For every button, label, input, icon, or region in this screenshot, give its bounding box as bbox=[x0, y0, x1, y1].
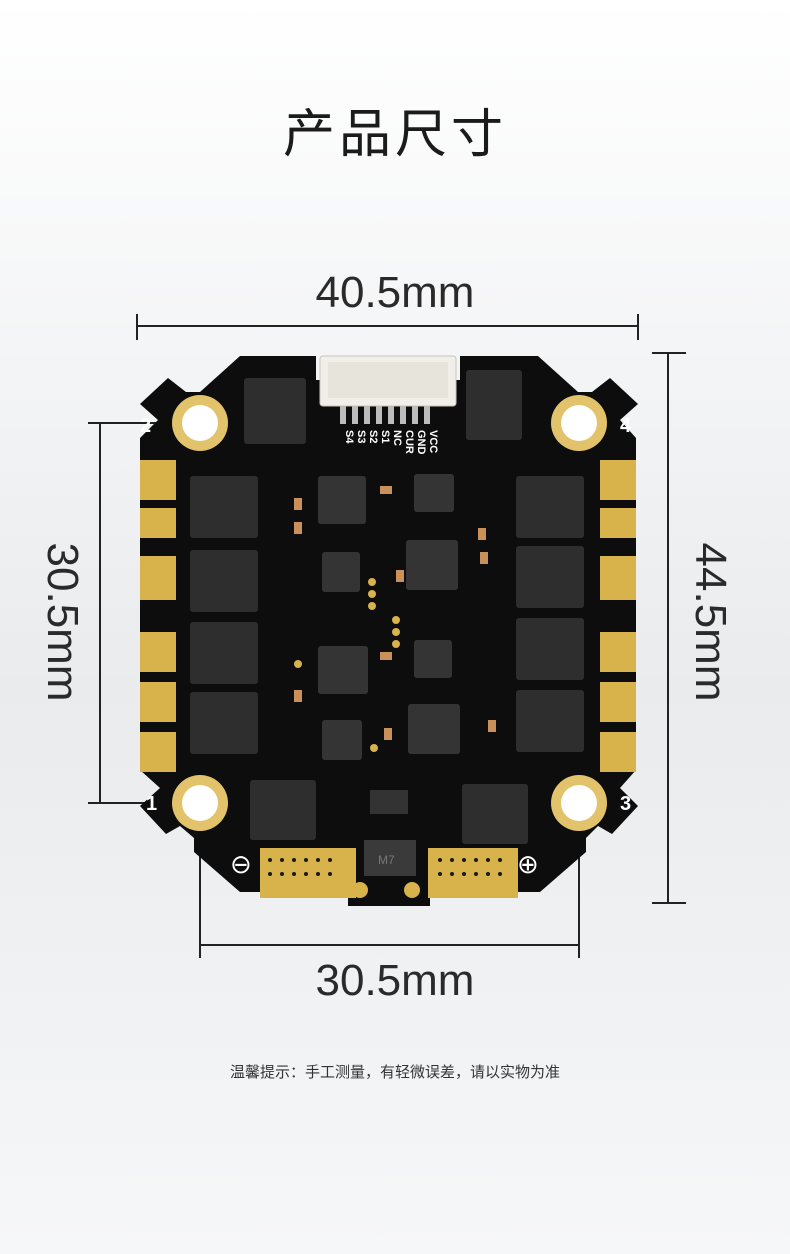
motor-pads-right bbox=[600, 460, 636, 772]
hole-label-3: 3 bbox=[620, 793, 631, 815]
width-dimension-label: 40.5mm bbox=[315, 268, 475, 317]
pin-label: S4 bbox=[343, 430, 355, 444]
pin-label: S1 bbox=[379, 430, 391, 443]
signal-connector bbox=[319, 355, 457, 424]
pin-label: S3 bbox=[355, 430, 367, 443]
pcb-board bbox=[140, 356, 638, 906]
diode bbox=[364, 840, 416, 876]
diode-marking: M7 bbox=[378, 853, 395, 867]
hole-label-4: 4 bbox=[620, 415, 632, 437]
measurement-note: 温馨提示：手工测量，有轻微误差，请以实物为准 bbox=[229, 1063, 560, 1081]
pin-label: CUR bbox=[403, 430, 415, 454]
battery-pads bbox=[260, 848, 518, 898]
pin-label: NC bbox=[391, 430, 403, 446]
hole-label-1: 1 bbox=[146, 793, 157, 815]
page-title: 产品尺寸 bbox=[282, 105, 507, 165]
voltage-regulator bbox=[370, 790, 408, 814]
connector-pin-labels: S4 S3 S2 S1 NC CUR GND VCC bbox=[343, 430, 439, 455]
mosfets bbox=[190, 370, 584, 844]
pin-label: S2 bbox=[367, 430, 379, 443]
plus-symbol: ⊕ bbox=[517, 850, 539, 880]
motor-pads-left bbox=[140, 460, 176, 772]
driver-ics bbox=[318, 474, 460, 760]
passive-components bbox=[294, 486, 496, 740]
hole-label-2: 2 bbox=[140, 415, 151, 437]
pin-label: VCC bbox=[427, 430, 439, 453]
pin-label: GND bbox=[415, 430, 427, 455]
test-points bbox=[294, 578, 400, 752]
minus-symbol: ⊖ bbox=[230, 850, 252, 880]
mounting-holes bbox=[172, 395, 607, 831]
pad-vias bbox=[268, 858, 502, 876]
bottom-mount-dimension-label: 30.5mm bbox=[315, 956, 475, 1005]
